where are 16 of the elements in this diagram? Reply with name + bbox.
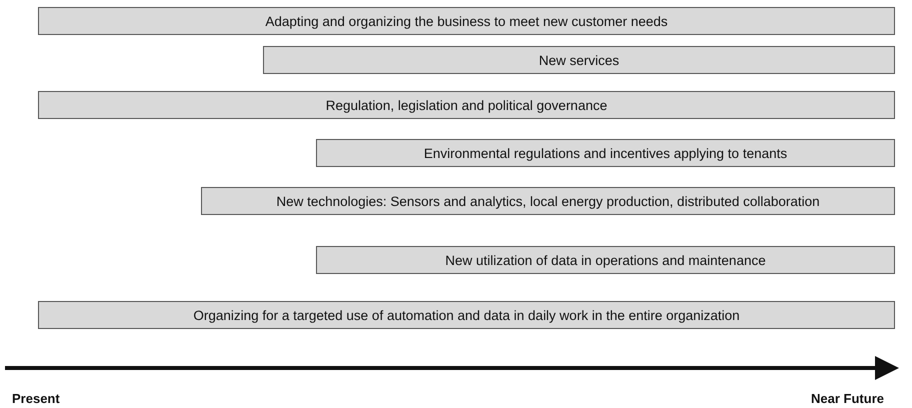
timeline-bar	[38, 7, 895, 35]
bar-label: New services	[538, 52, 620, 68]
timeline-bar	[316, 139, 895, 167]
bar-label: Adapting and organizing the business to meet new customer needs	[265, 14, 668, 28]
timeline-bar	[38, 301, 895, 329]
timeline-bar	[263, 46, 895, 74]
axis-label: Near Future	[811, 391, 884, 406]
bar-label: Organizing for a targeted use of automation and data in daily work in the entire organization	[193, 308, 740, 322]
bar-label: New technologies: Sensors and analytics, local energy production, distributed collaboration	[276, 194, 820, 208]
timeline-bar	[201, 187, 895, 215]
bar-label: Environmental regulations and incentives applying to tenants	[424, 146, 788, 160]
bar-label: Regulation, legislation and political governance	[326, 98, 608, 112]
bar-label: New utilization of data in operations and maintenance	[445, 252, 766, 268]
timeline-bar	[316, 246, 895, 274]
timeline-bar	[38, 91, 895, 119]
axis-label: Present	[12, 391, 60, 406]
